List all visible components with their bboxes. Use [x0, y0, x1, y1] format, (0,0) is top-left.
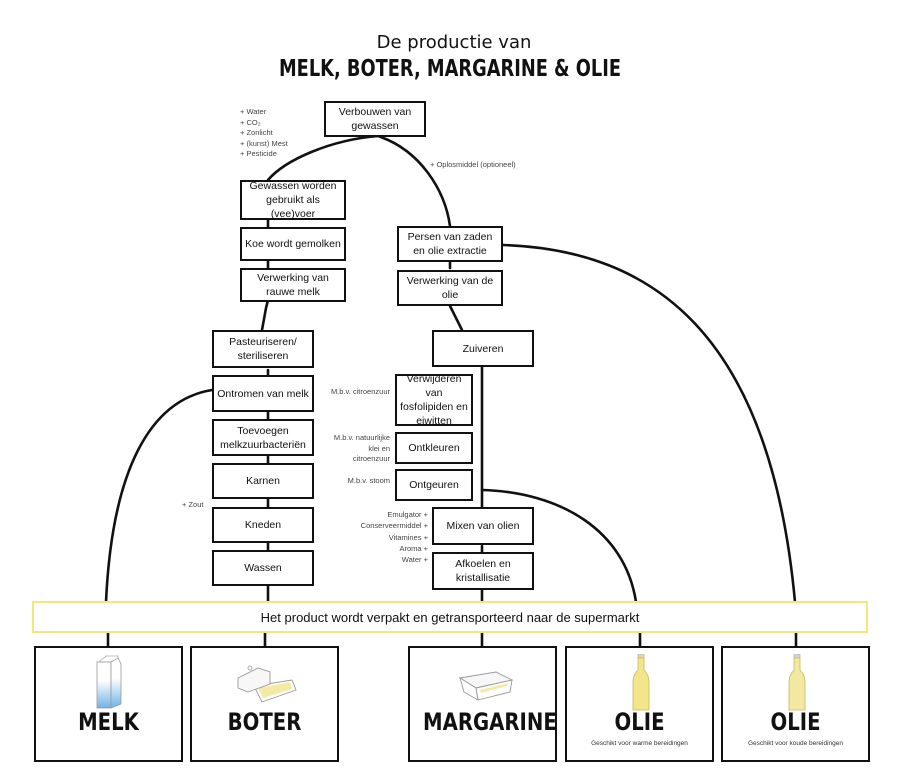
step-pasteuriseren: Pasteuriseren/ steriliseren [212, 330, 314, 368]
note-aroma: Aroma + [399, 543, 428, 553]
step-zuiveren: Zuiveren [432, 330, 534, 367]
step-ontgeuren: Ontgeuren [395, 469, 473, 501]
connector-banner-to-products [106, 631, 798, 650]
product-name: MELK [78, 708, 139, 736]
step-persen: Persen van zaden en olie extractie [397, 226, 503, 262]
diagram-subtitle: De productie van [376, 32, 532, 53]
note-zonlicht: + Zonlicht [240, 128, 273, 137]
margarine-tub-icon [458, 671, 514, 701]
step-verbouwen: Verbouwen van gewassen [324, 101, 426, 137]
product-boter: BOTER [190, 646, 339, 762]
product-description: Geschikt voor warme bereidingen [591, 740, 688, 747]
step-melkzuurbacterien: Toevoegen melkzuurbacteriën [212, 419, 314, 456]
note-co2: + CO₂ [240, 117, 261, 127]
note-conserveermiddel: Conserveermiddel + [360, 521, 428, 531]
oil-bottle-icon [788, 654, 806, 711]
note-pesticide: + Pesticide [240, 149, 277, 158]
step-verwerking-rauwe-melk: Verwerking van rauwe melk [240, 268, 346, 302]
connector-to-olie-koud [501, 243, 797, 604]
step-ontromen: Ontromen van melk [212, 375, 314, 412]
product-name: OLIE [770, 708, 821, 736]
note-klei: M.b.v. natuurlijke klei en citroenzuur [333, 433, 390, 463]
step-wassen: Wassen [212, 550, 314, 586]
note-root-inputs: + Water + CO₂ + Zonlicht + (kunst) Mest … [240, 107, 288, 160]
note-citroenzuur: M.b.v. citroenzuur [330, 387, 390, 396]
connector-milk-chain [260, 218, 270, 332]
connector-root-to-feed [266, 134, 380, 182]
note-water: + Water [240, 107, 267, 116]
step-mixen: Mixen van olien [432, 507, 534, 545]
butter-dish-icon [237, 665, 297, 703]
step-fosfolipiden: Verwijderen van fosfolipiden en eiwitten [395, 373, 473, 427]
step-afkoelen: Afkoelen en kristallisatie [432, 552, 534, 590]
product-description: Geschikt voor koude bereidingen [747, 740, 844, 747]
step-veevoer: Gewassen worden gebruikt als (vee)voer [240, 180, 346, 220]
diagram-title: MELK, BOTER, MARGARINE & OLIE [278, 56, 622, 82]
connector-root-to-press [376, 134, 452, 228]
connector-ontromen-to-melk [104, 388, 214, 604]
oil-bottle-icon [632, 654, 650, 711]
product-olie-warm: OLIE Geschikt voor warme bereidingen [565, 646, 714, 762]
note-water-mix: Water + [401, 555, 428, 565]
step-verwerking-olie: Verwerking van de olie [397, 270, 503, 306]
connector-to-olie-warm [480, 488, 638, 604]
note-mixen-inputs: Emulgator + Conserveermiddel + Vitamines… [330, 509, 428, 565]
step-ontkleuren: Ontkleuren [395, 432, 473, 464]
product-melk: MELK [34, 646, 183, 762]
note-oplosmiddel: + Oplosmiddel (optioneel) [430, 160, 516, 169]
milk-carton-icon [96, 655, 122, 709]
note-vitamines: Vitamines + [388, 532, 428, 542]
note-mest: + (kunst) Mest [240, 138, 288, 148]
note-emulgator: Emulgator + [387, 510, 428, 519]
product-name: BOTER [227, 708, 302, 736]
step-karnen: Karnen [212, 463, 314, 499]
product-name: OLIE [614, 708, 665, 736]
step-koe-gemolken: Koe wordt gemolken [240, 227, 346, 261]
step-kneden: Kneden [212, 507, 314, 543]
note-stoom: M.b.v. stoom [347, 476, 390, 485]
product-margarine: MARGARINE [408, 646, 557, 762]
product-olie-koud: OLIE Geschikt voor koude bereidingen [721, 646, 870, 762]
packaging-banner: Het product wordt verpakt en getransport… [32, 601, 868, 633]
product-name: MARGARINE [423, 708, 557, 736]
note-zout: + Zout [182, 500, 204, 509]
